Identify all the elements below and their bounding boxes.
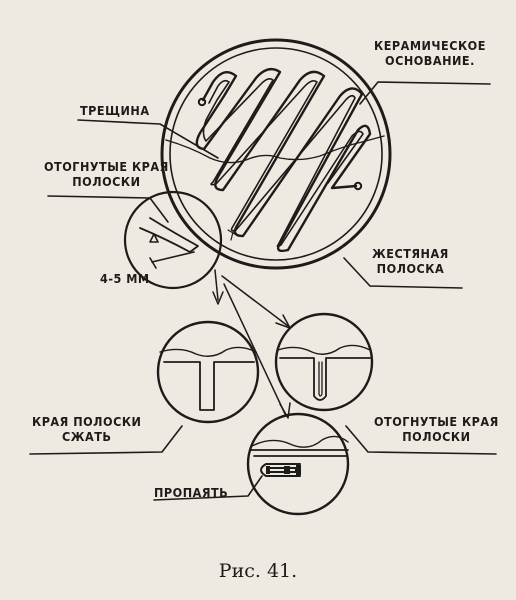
coil-terminal-right bbox=[353, 181, 363, 191]
crack-marks bbox=[227, 229, 239, 241]
coil-terminal-left bbox=[197, 97, 207, 107]
right-detail-fold-inner bbox=[318, 361, 323, 397]
heating-coil-outer bbox=[195, 67, 372, 253]
label-tin-strip: ЖЕСТЯНАЯ ПОЛОСКА bbox=[372, 246, 449, 276]
detail-circle-right bbox=[274, 312, 374, 412]
detail-circle-bottom bbox=[246, 412, 350, 516]
label-ceramic-base: КЕРАМИЧЕСКОЕ ОСНОВАНИЕ. bbox=[374, 38, 486, 68]
bottom-detail-band bbox=[249, 449, 349, 457]
heating-coil-inner bbox=[202, 78, 364, 248]
squeeze-edges-leader bbox=[29, 425, 183, 455]
label-crack: ТРЕЩИНА bbox=[80, 103, 150, 118]
crack-line bbox=[165, 135, 385, 164]
label-squeeze-edges: КРАЯ ПОЛОСКИ СЖАТЬ bbox=[32, 414, 142, 444]
right-detail-fold bbox=[279, 357, 371, 401]
arrow-to-bottom-detail bbox=[223, 283, 287, 417]
dimension-arrows bbox=[149, 233, 195, 269]
arrow-to-left-detail-head bbox=[212, 291, 224, 305]
left-detail-tee bbox=[163, 361, 255, 411]
right-detail-crack bbox=[277, 344, 371, 355]
arrow-to-bottom-detail-head bbox=[279, 402, 291, 419]
arrow-to-right-detail bbox=[221, 275, 289, 327]
figure-caption: Рис. 41. bbox=[218, 560, 298, 582]
label-bent-edges-top: ОТОГНУТЫЕ КРАЯ ПОЛОСКИ bbox=[44, 159, 169, 189]
tin-strip-leader bbox=[343, 257, 463, 289]
crack-leader bbox=[77, 119, 219, 159]
ceramic-base-leader bbox=[359, 81, 491, 105]
solder-blobs bbox=[266, 465, 301, 475]
bent-edges-bottom-leader bbox=[345, 425, 497, 455]
arrow-to-left-detail bbox=[214, 269, 219, 301]
bent-edges-top-leader bbox=[47, 195, 169, 223]
detail-circle-top bbox=[123, 190, 223, 290]
solder-leader bbox=[153, 475, 263, 501]
left-detail-crack bbox=[159, 346, 257, 357]
detail-circle-left bbox=[156, 320, 260, 424]
label-bent-edges-bottom: ОТОГНУТЫЕ КРАЯ ПОЛОСКИ bbox=[374, 414, 499, 444]
top-detail-strip bbox=[139, 217, 199, 253]
bottom-detail-crack bbox=[251, 435, 349, 448]
label-solder: ПРОПАЯТЬ bbox=[154, 485, 229, 500]
ceramic-disk-outer bbox=[160, 38, 392, 270]
label-dimension: 4-5 ММ bbox=[100, 271, 150, 286]
ceramic-disk-inner bbox=[169, 47, 383, 261]
